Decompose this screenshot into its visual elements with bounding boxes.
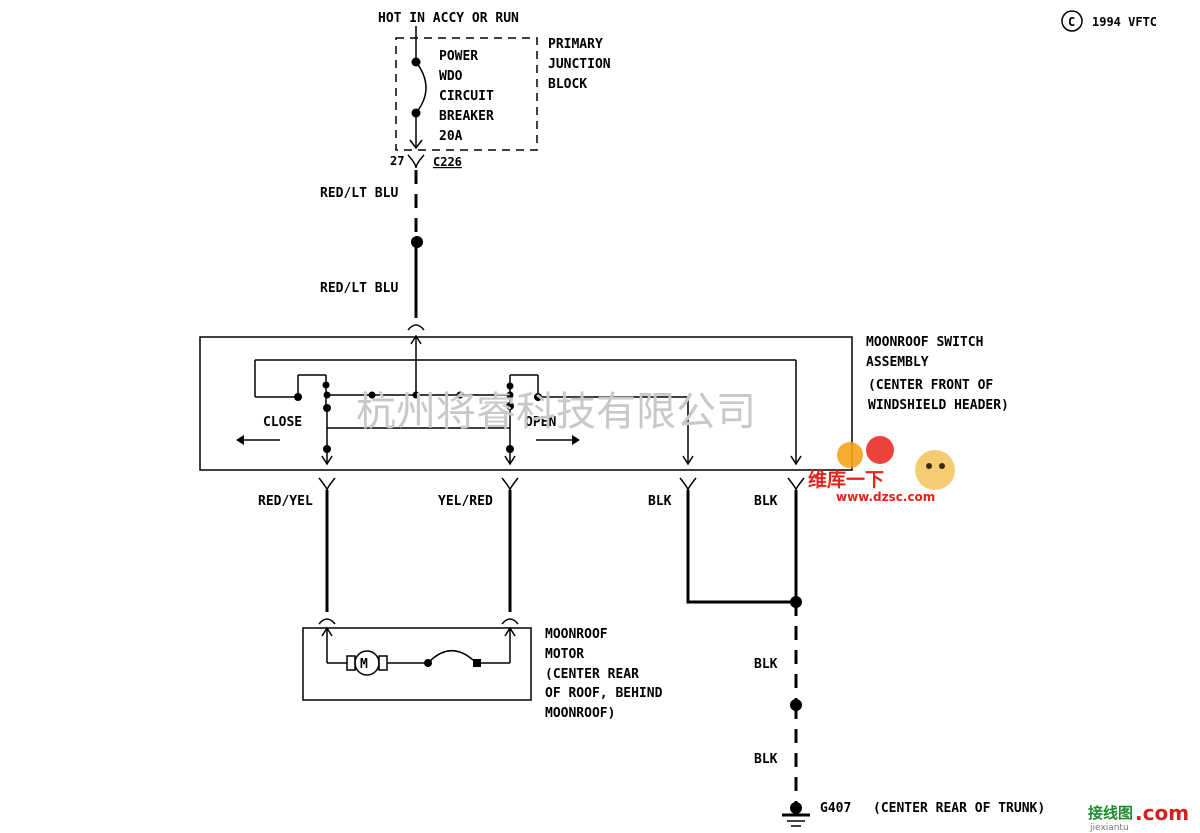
wire-label-blk-3: BLK xyxy=(754,657,778,672)
wire-label-blk-4: BLK xyxy=(754,752,778,767)
copyright-mark: C 1994 VFTC xyxy=(1061,10,1157,32)
motor-label-1: MOONROOF xyxy=(545,627,608,642)
switch-output-connectors xyxy=(318,477,805,491)
dzsc-watermark-badge: 维库一下 www.dzsc.com xyxy=(808,436,955,504)
connector-id: C226 xyxy=(433,155,462,169)
motor-label-5: MOONROOF) xyxy=(545,706,615,721)
switch-label-1: MOONROOF SWITCH xyxy=(866,335,983,350)
supply-label: HOT IN ACCY OR RUN xyxy=(378,11,519,26)
wire-label-red-lt-blu-2: RED/LT BLU xyxy=(320,281,398,296)
moonroof-switch-assembly-box xyxy=(199,336,853,471)
motor-label-2: MOTOR xyxy=(545,647,584,662)
wire-label-yel-red: YEL/RED xyxy=(438,494,493,509)
badge-flame-icon xyxy=(866,436,894,464)
wire-blk-left xyxy=(686,490,796,604)
company-watermark: 杭州将睿科技有限公司 xyxy=(356,389,756,435)
badge-mascot-icon xyxy=(915,450,955,490)
badge-title: 维库一下 xyxy=(808,468,884,491)
switch-input-connector xyxy=(407,324,425,331)
cb-label-5: 20A xyxy=(439,129,463,144)
badge-url: www.dzsc.com xyxy=(836,490,935,504)
copyright-text: 1994 VFTC xyxy=(1092,15,1157,29)
badge-star-icon xyxy=(837,442,863,468)
open-label: OPEN xyxy=(525,415,556,430)
corner-logo-cn: 接线图 xyxy=(1088,804,1133,822)
wire-label-red-lt-blu-1: RED/LT BLU xyxy=(320,186,398,201)
wire-label-red-yel: RED/YEL xyxy=(258,494,313,509)
ground-location: (CENTER REAR OF TRUNK) xyxy=(873,801,1045,816)
cb-label-1: POWER xyxy=(439,49,478,64)
switch-label-3: (CENTER FRONT OF xyxy=(868,378,993,393)
wire-label-blk-1: BLK xyxy=(648,494,672,509)
ground-symbol xyxy=(782,802,810,827)
pjb-label-1: PRIMARY xyxy=(548,37,603,52)
copyright-symbol: C xyxy=(1068,15,1075,29)
circuit-breaker-symbol xyxy=(409,26,427,150)
motor-connectors xyxy=(318,618,519,625)
switch-internal-wiring xyxy=(236,334,802,466)
motor-symbol-label: M xyxy=(360,657,368,672)
switch-label-4: WINDSHIELD HEADER) xyxy=(868,398,1009,413)
primary-junction-block-box xyxy=(395,37,538,151)
connector-c226: 27 C226 xyxy=(390,154,462,169)
pjb-label-2: JUNCTION xyxy=(548,57,611,72)
moonroof-motor-box xyxy=(302,627,532,701)
corner-logo-com: .com xyxy=(1135,801,1189,825)
pjb-label-3: BLOCK xyxy=(548,77,587,92)
jiexiantu-corner-logo: 接线图 .com jiexiantu xyxy=(1088,801,1189,833)
copyright-circle xyxy=(1061,10,1083,32)
corner-logo-sub: jiexiantu xyxy=(1089,823,1129,833)
switch-label-2: ASSEMBLY xyxy=(866,355,929,370)
close-label: CLOSE xyxy=(263,415,302,430)
cb-label-4: BREAKER xyxy=(439,109,494,124)
cb-label-3: CIRCUIT xyxy=(439,89,494,104)
pin-number: 27 xyxy=(390,154,404,168)
motor-label-3: (CENTER REAR xyxy=(545,667,639,682)
motor-internal-wiring xyxy=(321,626,516,676)
ground-id: G407 xyxy=(820,801,851,816)
motor-label-4: OF ROOF, BEHIND xyxy=(545,686,663,701)
cb-label-2: WDO xyxy=(439,69,463,84)
wire-label-blk-2: BLK xyxy=(754,494,778,509)
